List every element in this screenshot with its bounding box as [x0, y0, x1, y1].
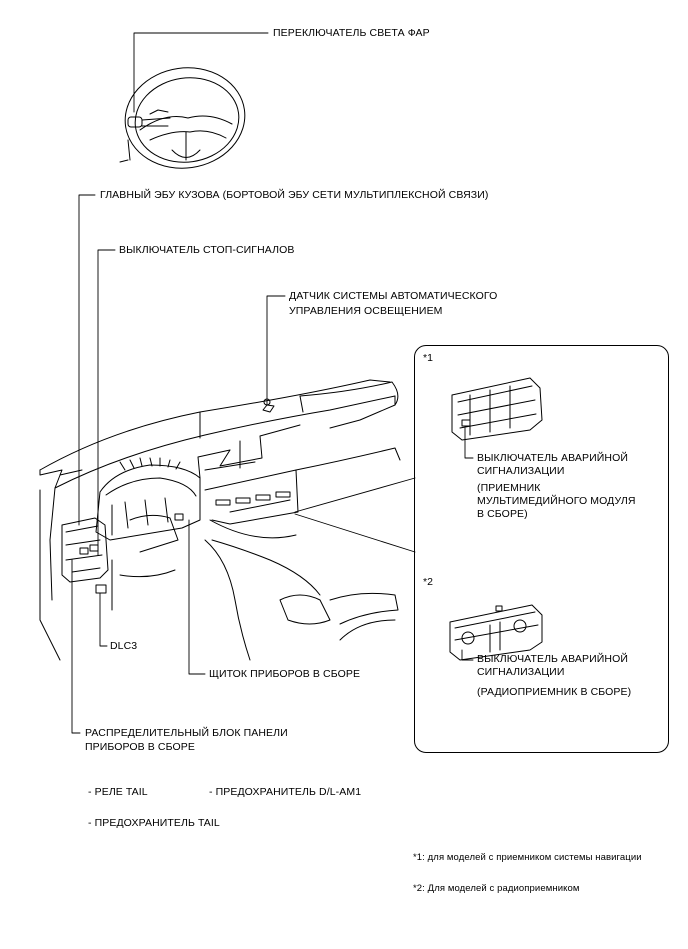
hazard-switch-2-label-line2: СИГНАЛИЗАЦИИ [477, 666, 565, 678]
inset-marker-1: *1 [423, 352, 434, 364]
hazard-switch-1-label-line2: СИГНАЛИЗАЦИИ [477, 465, 565, 477]
junction-block-label-line1: РАСПРЕДЕЛИТЕЛЬНЫЙ БЛОК ПАНЕЛИ [85, 727, 288, 739]
footnote-2: *2: Для моделей с радиоприемником [413, 883, 580, 894]
dl-am1-fuse-item: - ПРЕДОХРАНИТЕЛЬ D/L-AM1 [209, 786, 362, 798]
dlc3-label: DLC3 [110, 640, 138, 652]
instrument-panel-illustration [39, 379, 401, 661]
variant-inset-box [414, 345, 669, 753]
light-sensor-label-line2: УПРАВЛЕНИЯ ОСВЕЩЕНИЕМ [289, 305, 443, 317]
multimedia-receiver-illustration [451, 377, 543, 441]
headlight-switch-label: ПЕРЕКЛЮЧАТЕЛЬ СВЕТА ФАР [273, 27, 430, 39]
tail-relay-item: - РЕЛЕ TAIL [88, 786, 148, 798]
steering-wheel-illustration [119, 67, 246, 169]
inset-leader-lines [461, 427, 474, 661]
hazard-switch-2-label-line1: ВЫКЛЮЧАТЕЛЬ АВАРИЙНОЙ [477, 653, 629, 665]
footnote-1: *1: для моделей с приемником системы нав… [413, 852, 642, 863]
combination-meter-illustration [95, 457, 201, 553]
light-sensor-label-line1: ДАТЧИК СИСТЕМЫ АВТОМАТИЧЕСКОГО [289, 290, 498, 302]
tail-fuse-item: - ПРЕДОХРАНИТЕЛЬ TAIL [88, 817, 220, 829]
multimedia-receiver-label-line3: В СБОРЕ) [477, 508, 528, 520]
radio-receiver-illustration [449, 604, 543, 661]
junction-block-illustration [61, 517, 109, 594]
inset-marker-2: *2 [423, 576, 434, 588]
stop-light-switch-label: ВЫКЛЮЧАТЕЛЬ СТОП-СИГНАЛОВ [119, 244, 295, 256]
main-body-ecu-label: ГЛАВНЫЙ ЭБУ КУЗОВА (БОРТОВОЙ ЭБУ СЕТИ МУ… [100, 189, 489, 201]
combination-meter-label: ЩИТОК ПРИБОРОВ В СБОРЕ [209, 668, 361, 680]
hazard-switch-1-label-line1: ВЫКЛЮЧАТЕЛЬ АВАРИЙНОЙ [477, 452, 629, 464]
leader-lines [71, 32, 416, 734]
junction-block-label-line2: ПРИБОРОВ В СБОРЕ [85, 741, 195, 753]
multimedia-receiver-label-line1: (ПРИЕМНИК [477, 482, 541, 494]
multimedia-receiver-label-line2: МУЛЬТИМЕДИЙНОГО МОДУЛЯ [477, 495, 636, 507]
radio-receiver-label: (РАДИОПРИЕМНИК В СБОРЕ) [477, 686, 632, 698]
